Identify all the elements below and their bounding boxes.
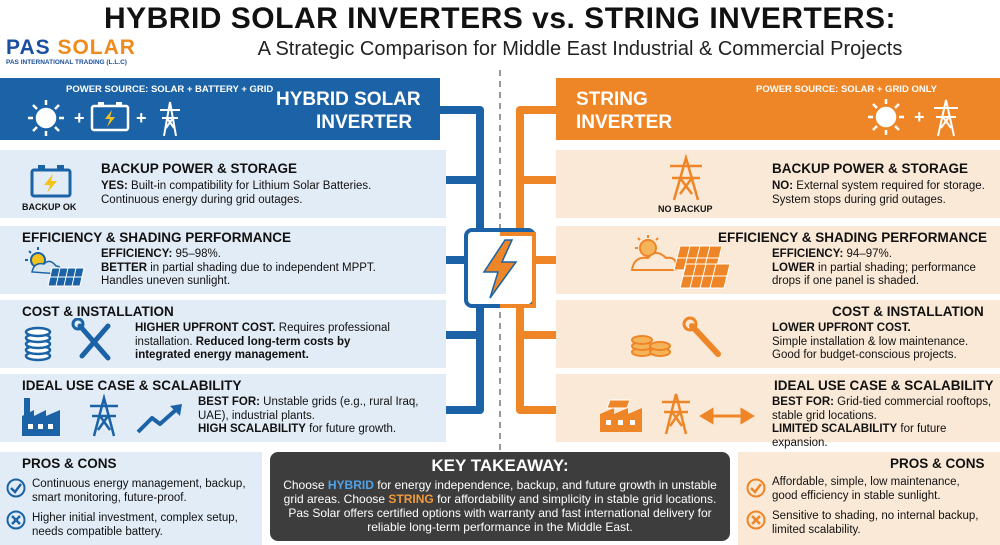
key-takeaway-heading: KEY TAKEAWAY: (431, 456, 569, 475)
string-cost-row: COST & INSTALLATION LOWER UPFRONT COST.S… (556, 300, 1000, 368)
string-pros-cons: PROS & CONS Affordable, simple, low main… (738, 452, 1000, 545)
factory-icon (22, 398, 60, 436)
chart-arrow-icon (136, 406, 180, 434)
logo: PAS SOLAR PAS INTERNATIONAL TRADING (L.L… (6, 36, 156, 66)
svg-text:+: + (914, 107, 925, 127)
logo-subtitle: PAS INTERNATIONAL TRADING (L.L.C) (6, 59, 127, 66)
string-pros-text: Affordable, simple, low maintenance,good… (772, 476, 960, 502)
string-backup-heading: BACKUP POWER & STORAGE (772, 161, 969, 176)
cost-icons (631, 316, 721, 357)
lightning-icon (482, 239, 518, 299)
coins-icon (24, 326, 52, 362)
string-cons-text: Sensitive to shading, no internal backup… (772, 510, 979, 536)
string-pros-cons-heading: PROS & CONS (890, 456, 985, 471)
hybrid-cons-text: Higher initial investment, complex setup… (32, 512, 238, 538)
tower-icon (160, 101, 180, 137)
page-title: HYBRID SOLAR INVERTERS vs. STRING INVERT… (103, 2, 897, 35)
tower-icon (662, 393, 690, 435)
hybrid-efficiency-heading: EFFICIENCY & SHADING PERFORMANCE (22, 230, 292, 245)
logo-text-b: SOLAR (57, 36, 136, 59)
cross-icon (746, 510, 766, 530)
battery-icon (30, 165, 72, 198)
key-takeaway: KEY TAKEAWAY: Choose HYBRID for energy i… (270, 452, 730, 541)
svg-text:+: + (74, 108, 85, 128)
hybrid-cost-heading: COST & INSTALLATION (22, 304, 174, 319)
backup-ok-caption: BACKUP OK (22, 202, 77, 212)
sun-icon (28, 100, 64, 136)
hybrid-use-heading: IDEAL USE CASE & SCALABILITY (22, 378, 242, 393)
string-use-text: BEST FOR: Grid-tied commercial rooftops,… (772, 396, 992, 449)
string-use-row: IDEAL USE CASE & SCALABILITY BEST FOR: G… (556, 374, 1000, 449)
hybrid-pros-cons: PROS & CONS Continuous energy management… (0, 452, 262, 545)
hybrid-title-line2: INVERTER (316, 112, 413, 133)
no-backup-caption: NO BACKUP (658, 204, 713, 214)
sun-icon (868, 99, 904, 135)
string-title-line2: INVERTER (576, 112, 673, 133)
string-backup-row: NO BACKUP BACKUP POWER & STORAGE NO: Ext… (556, 150, 1000, 218)
hybrid-cost-text: HIGHER UPFRONT COST. Requires profession… (135, 322, 390, 361)
hybrid-pros-cons-heading: PROS & CONS (22, 456, 117, 471)
check-icon (746, 478, 766, 498)
solar-panel-icon (630, 235, 731, 289)
hybrid-backup-heading: BACKUP POWER & STORAGE (101, 161, 298, 176)
string-banner: POWER SOURCE: SOLAR + GRID ONLY STRING I… (556, 78, 1000, 140)
hybrid-use-row: IDEAL USE CASE & SCALABILITY BEST FOR: U… (0, 374, 446, 442)
string-use-heading: IDEAL USE CASE & SCALABILITY (774, 378, 994, 393)
hybrid-efficiency-text: EFFICIENCY: 95–98%.BETTER in partial sha… (101, 248, 376, 287)
string-power-source: POWER SOURCE: SOLAR + GRID ONLY (756, 84, 937, 95)
hybrid-source-icons: + + (28, 100, 180, 137)
hybrid-pros-text: Continuous energy management, backup,sma… (32, 478, 246, 504)
tower-icon (670, 154, 702, 201)
string-title-line1: STRING (576, 89, 648, 110)
hybrid-efficiency-row: EFFICIENCY & SHADING PERFORMANCE EFFICIE… (0, 226, 446, 294)
coins-icon (631, 335, 671, 357)
hybrid-banner: POWER SOURCE: SOLAR + BATTERY + GRID HYB… (0, 78, 440, 140)
svg-text:+: + (136, 108, 147, 128)
hybrid-cost-row: COST & INSTALLATION HIGHER UPFRONT COST.… (0, 300, 446, 368)
use-icons (600, 393, 755, 435)
key-takeaway-text: Choose HYBRID for energy independence, b… (283, 478, 717, 534)
string-source-icons: + (868, 99, 958, 137)
hybrid-backup-text: YES: Built-in compatibility for Lithium … (101, 180, 372, 206)
page-subtitle: A Strategic Comparison for Middle East I… (257, 38, 903, 60)
hybrid-power-source: POWER SOURCE: SOLAR + BATTERY + GRID (66, 84, 274, 95)
hybrid-use-text: BEST FOR: Unstable grids (e.g., rural Ir… (198, 396, 419, 435)
solar-panel (47, 267, 85, 287)
hybrid-title-line1: HYBRID SOLAR (276, 89, 421, 110)
factory-icon (600, 399, 642, 432)
tower-icon (90, 394, 118, 437)
solar-panel-icon (25, 247, 85, 287)
string-cost-text: LOWER UPFRONT COST.Simple installation &… (772, 322, 969, 361)
cross-icon (6, 510, 26, 530)
string-efficiency-row: EFFICIENCY & SHADING PERFORMANCE EFFICIE… (556, 226, 1000, 294)
battery-icon (90, 102, 130, 132)
double-arrow-icon (699, 407, 755, 425)
check-icon (6, 478, 26, 498)
cost-icons (24, 318, 111, 362)
use-icons (22, 394, 182, 437)
tower-icon (934, 99, 958, 137)
string-cost-heading: COST & INSTALLATION (832, 304, 984, 319)
string-backup-text: NO: External system required for storage… (772, 180, 985, 206)
string-efficiency-text: EFFICIENCY: 94–97%.LOWER in partial shad… (772, 248, 976, 287)
logo-text-a: PAS (6, 36, 58, 59)
string-efficiency-heading: EFFICIENCY & SHADING PERFORMANCE (718, 230, 988, 245)
hybrid-backup-row: BACKUP OK BACKUP POWER & STORAGE YES: Bu… (0, 150, 446, 218)
tools-icon (77, 323, 111, 361)
tools-icon (689, 323, 721, 357)
